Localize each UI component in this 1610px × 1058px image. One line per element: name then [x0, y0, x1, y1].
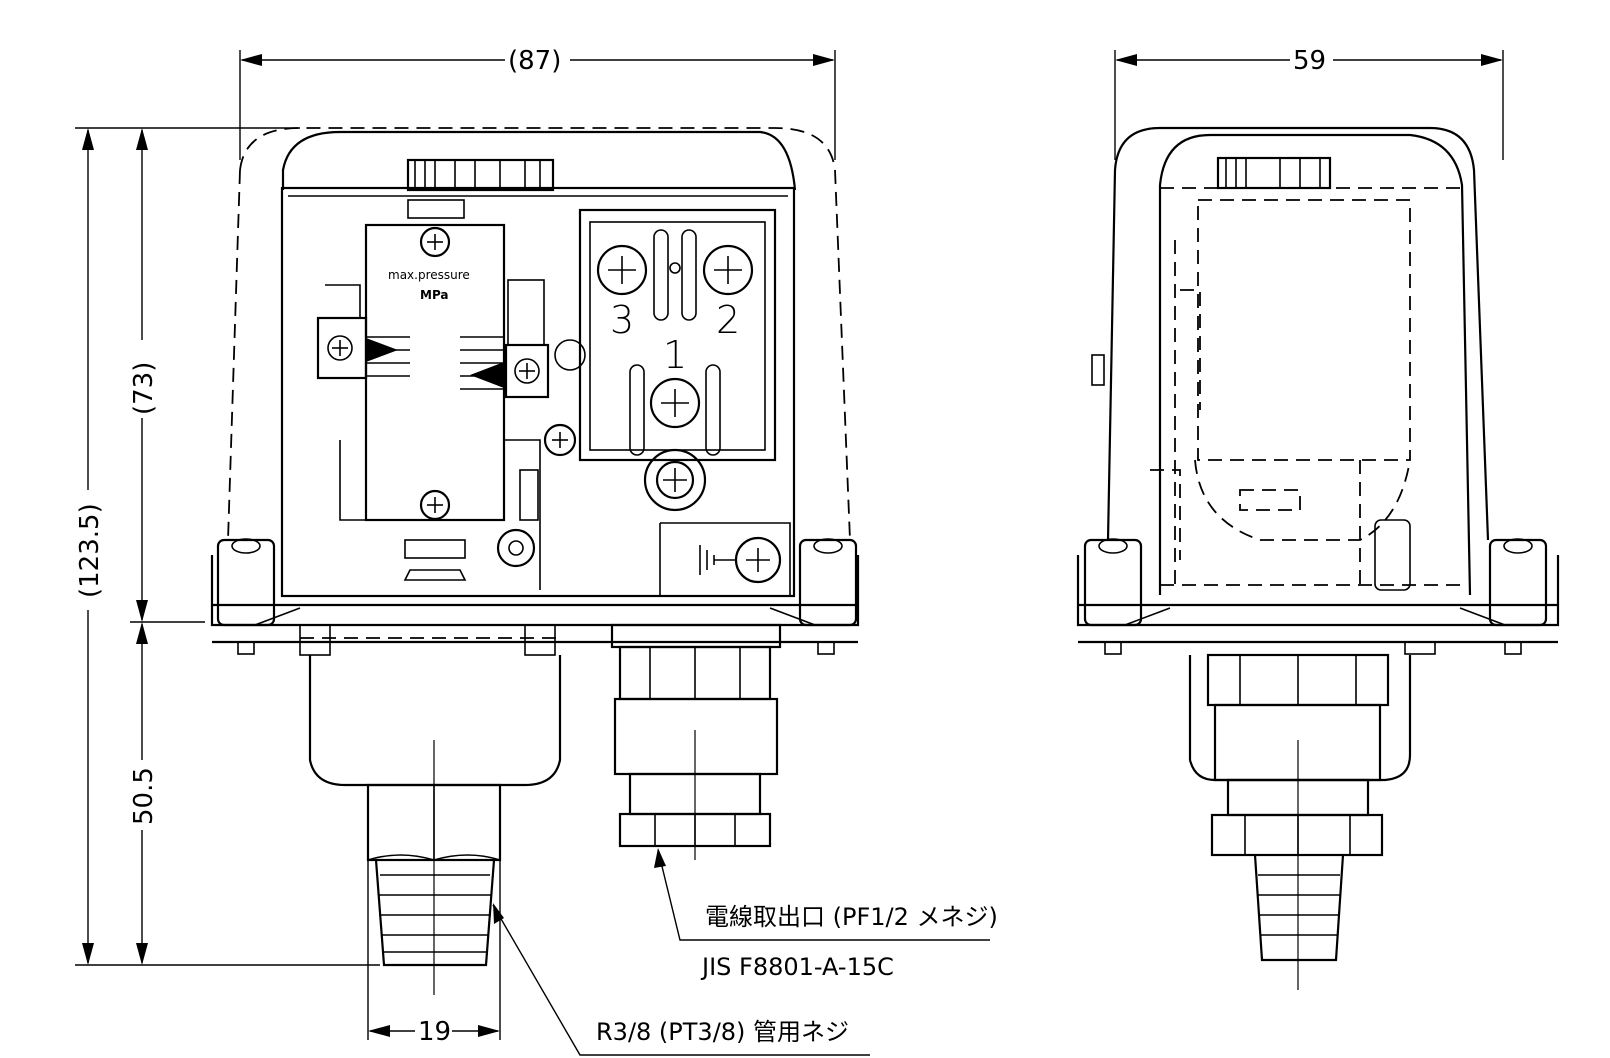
callout-pipe-thread: R3/8 (PT3/8) 管用ネジ	[596, 1018, 849, 1046]
dial-label-unit: MPa	[420, 288, 449, 302]
terminal-block	[578, 208, 777, 462]
ground-screw-icon	[734, 536, 782, 584]
terminal-screw-1-icon	[649, 377, 701, 429]
pointer-right-icon	[470, 362, 504, 388]
terminal-label-1: 1	[663, 333, 687, 377]
terminal-label-2: 2	[716, 298, 740, 342]
dim-total-height: (123.5)	[75, 503, 105, 598]
ground-symbol-icon	[699, 545, 735, 575]
front-view: max.pressure MPa	[210, 127, 860, 995]
dim-front-width: (87)	[508, 46, 561, 76]
terminal-screw-2-icon	[702, 244, 754, 296]
dimension-lines: (87) 59 (123.5) (73) 50.5	[75, 46, 1504, 1047]
callout-cable-entry: 電線取出口 (PF1/2 メネジ)	[705, 903, 998, 931]
pointer-left-icon	[366, 338, 398, 362]
dim-side-width: 59	[1293, 46, 1326, 76]
side-view	[1076, 126, 1560, 990]
dim-lower-height: 50.5	[129, 767, 159, 825]
callouts: 電線取出口 (PF1/2 メネジ) JIS F8801-A-15C R3/8 (…	[492, 848, 998, 1056]
callout-cable-standard: JIS F8801-A-15C	[700, 953, 894, 981]
dim-upper-height: (73)	[129, 362, 159, 415]
terminal-screw-3-icon	[596, 244, 648, 296]
terminal-label-3: 3	[610, 298, 634, 342]
dim-thread-width: 19	[418, 1017, 451, 1047]
dial-label-max-pressure: max.pressure	[388, 268, 470, 282]
